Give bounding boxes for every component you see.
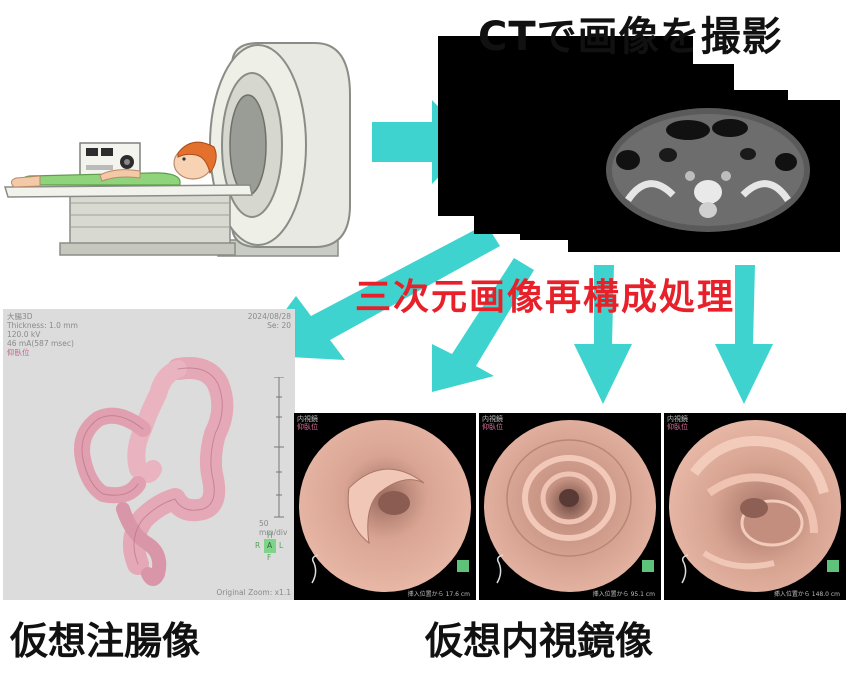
endoscopy-view-3 xyxy=(669,420,841,592)
reconstruction-title: 三次元画像再構成処理 xyxy=(355,277,736,318)
endoscopy-position: 仰臥位 xyxy=(667,423,688,431)
endoscopy-label: 内視鏡 xyxy=(297,415,318,423)
colon-3d-render xyxy=(74,357,234,586)
endoscopy-footer: 挿入位置から 17.6 cm xyxy=(407,591,470,598)
position-label: 仰臥位 xyxy=(7,348,30,357)
virtual-endoscopy-panel-3: 内視鏡 仰臥位 挿入位置から 148.0 cm xyxy=(664,413,846,600)
endoscopy-label: 内視鏡 xyxy=(667,415,688,423)
endoscopy-label: 内視鏡 xyxy=(482,415,503,423)
virtual-endoscopy-panel-2: 内視鏡 仰臥位 挿入位置から 95.1 cm xyxy=(479,413,661,600)
scale-label: 50 mm/div xyxy=(259,519,288,537)
endoscopy-position: 仰臥位 xyxy=(297,423,318,431)
ct-title: CTで画像を撮影 xyxy=(478,14,783,60)
virtual-endoscopy-panel-1: 内視鏡 仰臥位 挿入位置から 17.6 cm xyxy=(294,413,476,600)
endoscopy-view-1 xyxy=(299,420,471,592)
arrow-to-colonography xyxy=(252,224,500,360)
endoscopy-position: 仰臥位 xyxy=(482,423,503,431)
caption-virtual-colonography: 仮想注腸像 xyxy=(10,619,201,663)
colonography-info: 大腸3D Thickness: 1.0 mm 120.0 kV 46 mA(58… xyxy=(7,312,78,357)
ct-slice-front xyxy=(568,100,840,252)
scale-ruler xyxy=(274,377,284,518)
virtual-colonography-panel: 大腸3D Thickness: 1.0 mm 120.0 kV 46 mA(58… xyxy=(3,309,295,600)
endoscopy-view-2 xyxy=(484,420,656,592)
ct-scanner-illustration xyxy=(3,42,351,257)
endoscopy-footer: 挿入位置から 95.1 cm xyxy=(592,591,655,598)
arrow-to-endoscopy-2 xyxy=(574,265,632,404)
zoom-label: Original Zoom: x1.1 xyxy=(216,588,291,597)
caption-virtual-endoscopy: 仮想内視鏡像 xyxy=(425,619,654,663)
arrow-to-endoscopy-3 xyxy=(715,265,773,404)
endoscopy-footer: 挿入位置から 148.0 cm xyxy=(773,591,840,598)
orientation-cube: H R A L F xyxy=(255,531,284,562)
colonography-date-series: 2024/08/28 Se: 20 xyxy=(247,312,291,330)
arrow-to-endoscopy-1 xyxy=(432,258,534,392)
